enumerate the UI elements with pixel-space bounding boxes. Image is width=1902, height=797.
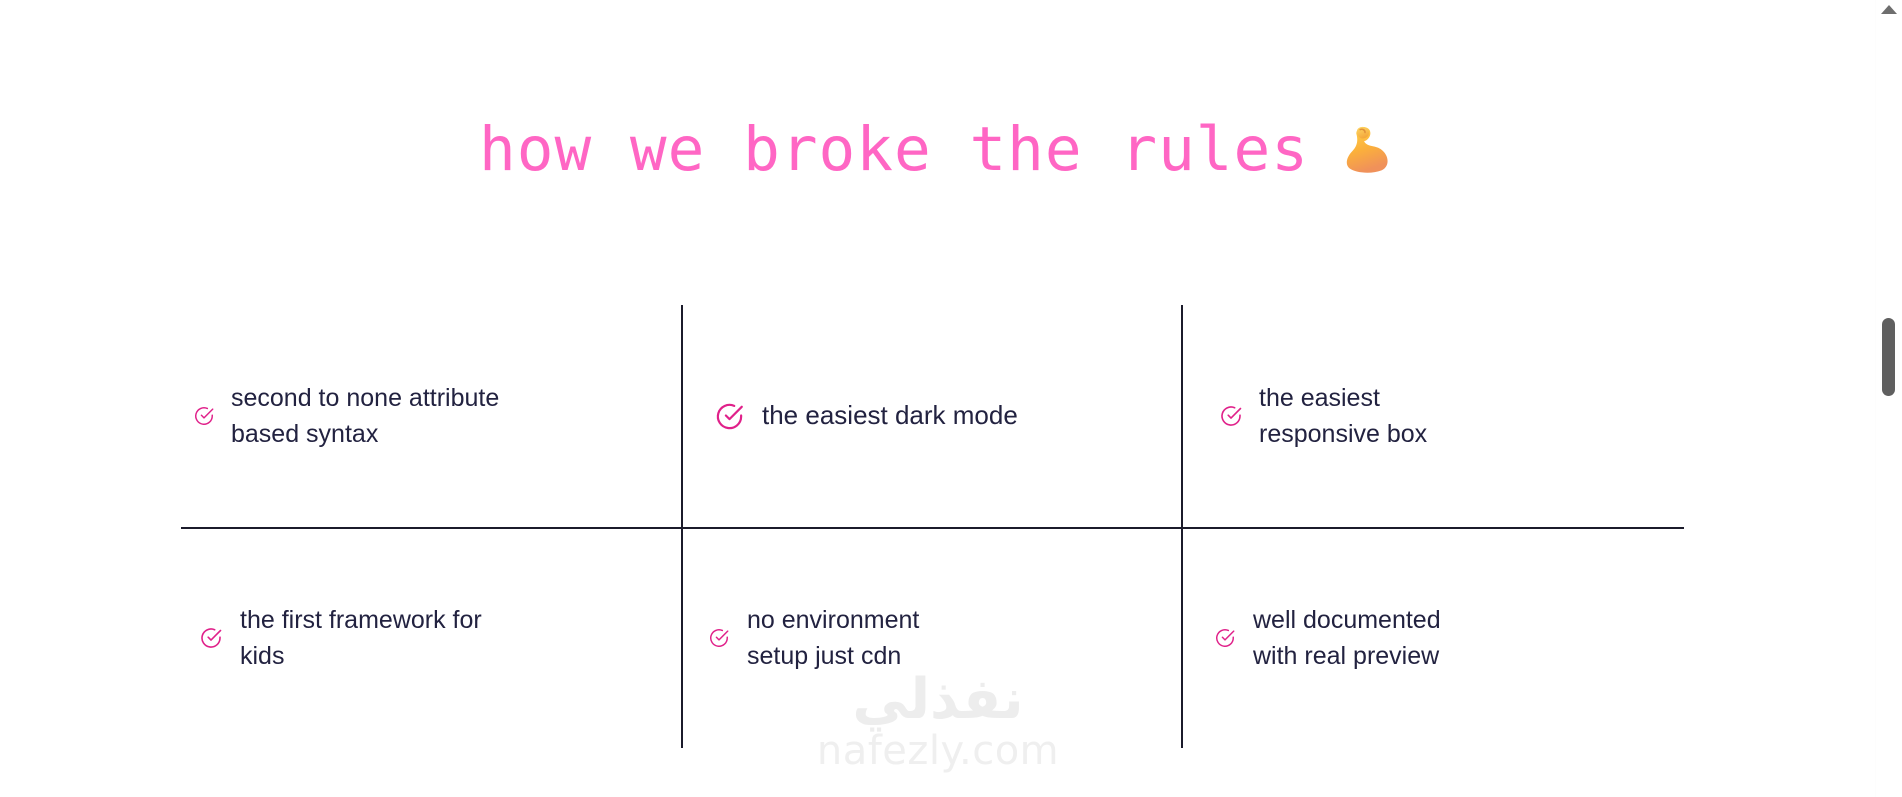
check-circle-icon	[193, 405, 215, 427]
check-circle-icon	[199, 626, 223, 650]
scrollbar-thumb[interactable]	[1882, 318, 1895, 396]
flexed-biceps-icon	[1335, 118, 1397, 180]
check-circle-icon	[714, 401, 745, 432]
feature-cell-4: the first framework for kids	[181, 527, 681, 749]
feature-cell-3: the easiest responsive box	[1181, 305, 1681, 527]
feature-label: the easiest dark mode	[762, 400, 1018, 431]
vertical-scrollbar[interactable]	[1875, 0, 1902, 797]
feature-label: second to none attribute based syntax	[231, 384, 500, 448]
grid-divider-horizontal	[181, 527, 1684, 529]
feature-grid: second to none attribute based syntax th…	[181, 305, 1684, 748]
grid-divider-vertical-1	[681, 305, 683, 748]
scroll-up-arrow-icon[interactable]	[1881, 5, 1897, 14]
feature-cell-6: well documented with real preview	[1181, 527, 1681, 749]
page-title-text: how we broke the rules	[479, 113, 1309, 185]
feature-label: the first framework for kids	[240, 606, 482, 670]
feature-cell-5: no environment setup just cdn	[681, 527, 1181, 749]
feature-label: well documented with real preview	[1253, 606, 1441, 670]
feature-cell-1: second to none attribute based syntax	[181, 305, 681, 527]
check-circle-icon	[1214, 627, 1236, 649]
feature-label: no environment setup just cdn	[747, 606, 920, 670]
feature-label: the easiest responsive box	[1259, 384, 1428, 448]
check-circle-icon	[1219, 404, 1243, 428]
page-title: how we broke the rules	[0, 118, 1876, 180]
grid-divider-vertical-2	[1181, 305, 1183, 748]
feature-cell-2: the easiest dark mode	[681, 305, 1181, 527]
check-circle-icon	[708, 627, 730, 649]
